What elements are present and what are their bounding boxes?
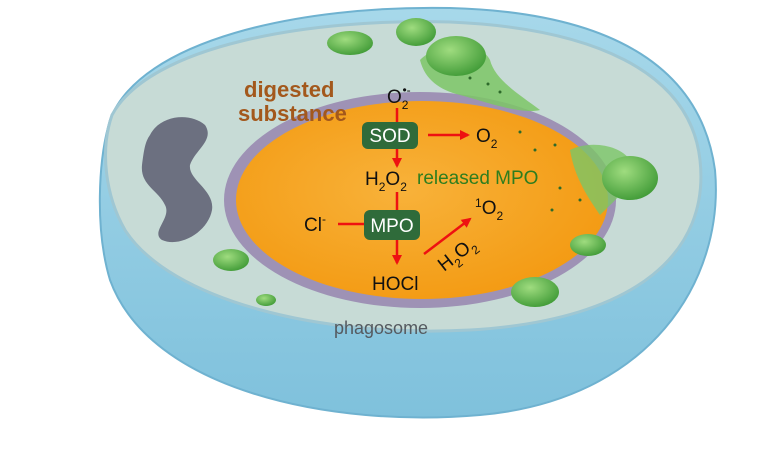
granule <box>327 31 373 55</box>
granule <box>396 18 436 46</box>
chloride-label: Cl- <box>304 212 326 236</box>
reaction-arrows <box>338 108 472 265</box>
phagosome-lumen <box>236 101 608 299</box>
released-mpo-label: released MPO <box>417 168 538 189</box>
granule <box>426 36 486 76</box>
mpo-label: MPO <box>370 216 413 237</box>
granule <box>511 277 559 307</box>
nucleus <box>141 117 213 243</box>
mpo-box <box>364 210 420 240</box>
sod-label: SOD <box>369 126 410 147</box>
granules <box>213 18 658 307</box>
digested-substance-label: digested substance <box>238 77 347 126</box>
granule <box>213 249 249 271</box>
h2o2-label: H2O2 <box>365 169 407 194</box>
granule <box>256 294 276 306</box>
arrow-hocl-to-singlet-oxygen <box>423 217 472 255</box>
sod-box <box>362 122 418 149</box>
phagosome-label: phagosome <box>334 318 428 338</box>
singlet-oxygen-label: 1O2 <box>475 196 503 223</box>
oxygen-label: O2 <box>476 126 498 151</box>
hocl-label: HOCl <box>372 274 418 295</box>
granule <box>570 234 606 256</box>
granule <box>602 156 658 200</box>
superoxide-label: O2•- <box>387 83 411 112</box>
